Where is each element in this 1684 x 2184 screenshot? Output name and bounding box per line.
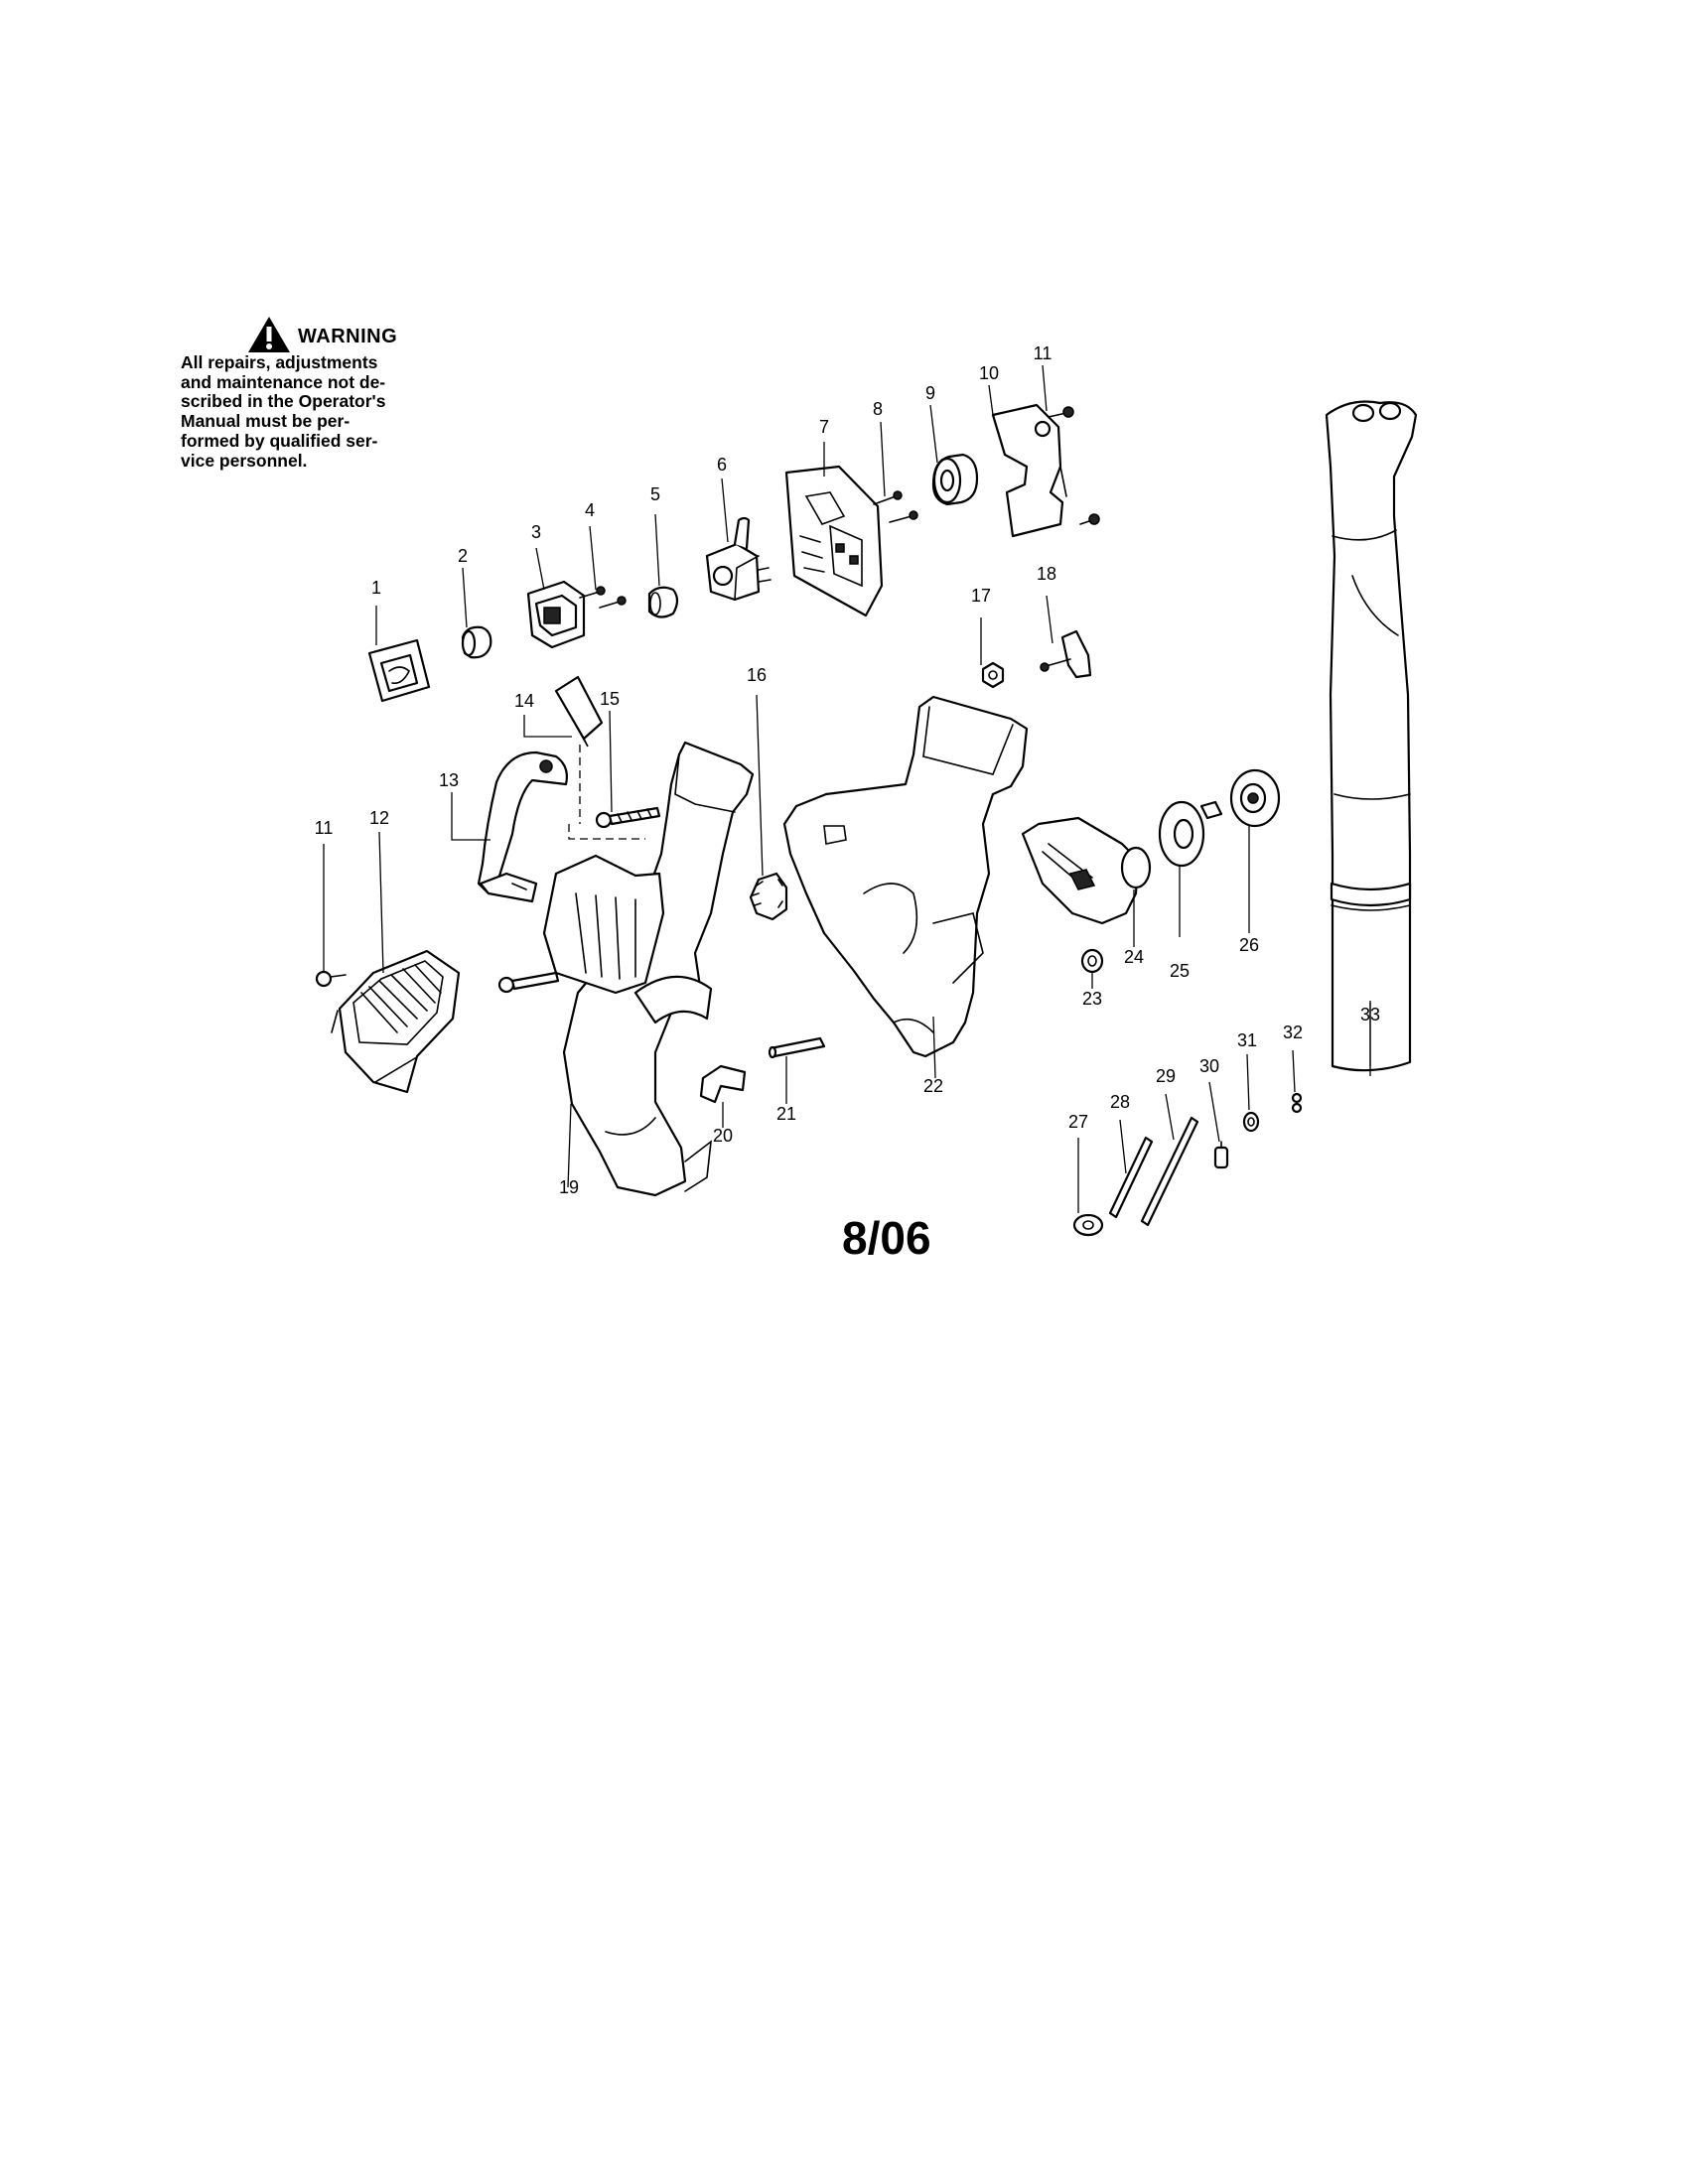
part-1-gasket <box>367 638 431 703</box>
callout-18: 18 <box>1037 564 1056 584</box>
part-27-washer <box>1072 1213 1104 1237</box>
callout-26: 26 <box>1239 935 1259 955</box>
callout-2: 2 <box>458 546 468 566</box>
part-33-blower-tube <box>1325 400 1418 1072</box>
warning-line: vice personnel. <box>181 450 308 471</box>
dashed-leader <box>568 824 645 840</box>
part-13-handle <box>477 751 568 903</box>
screw-housing <box>497 971 560 994</box>
part-7-housing-plate <box>784 465 884 617</box>
part-4-screws <box>579 586 627 609</box>
part-31-grommet <box>1242 1111 1260 1133</box>
part-10-bracket <box>991 403 1067 538</box>
part-20-clip <box>699 1064 747 1104</box>
callout-12: 12 <box>369 808 389 828</box>
part-15-screw <box>595 806 661 829</box>
date-code: 8/06 <box>842 1212 931 1264</box>
callout-13: 13 <box>439 770 459 790</box>
leader-lines <box>323 364 1371 1213</box>
callout-16: 16 <box>747 665 767 685</box>
part-callouts: 1 2 3 4 5 6 7 8 9 10 11 11 12 13 14 15 1… <box>315 343 1380 1197</box>
callout-29: 29 <box>1156 1066 1176 1086</box>
callout-30: 30 <box>1199 1056 1219 1076</box>
callout-19: 19 <box>559 1177 579 1197</box>
callout-28: 28 <box>1110 1092 1130 1112</box>
part-16-gear <box>749 872 788 921</box>
part-30-fuel-filter <box>1213 1141 1229 1169</box>
callout-27: 27 <box>1068 1112 1088 1132</box>
part-32-valve <box>1291 1092 1303 1114</box>
warning-triangle-icon <box>248 317 290 352</box>
callout-14: 14 <box>514 691 534 711</box>
callout-3: 3 <box>531 522 541 542</box>
callout-8: 8 <box>873 399 883 419</box>
callout-5: 5 <box>650 484 660 504</box>
part-11-screw-top <box>1048 406 1100 525</box>
part-25-washer <box>1158 800 1205 868</box>
callout-33: 33 <box>1360 1005 1380 1024</box>
warning-line: scribed in the Operator's <box>181 391 386 412</box>
callout-1: 1 <box>371 578 381 598</box>
warning-line: and maintenance not de- <box>181 371 386 392</box>
part-18-knob-screw <box>1040 629 1092 679</box>
part-3-adapter <box>526 580 586 649</box>
callout-25: 25 <box>1170 961 1190 981</box>
callout-32: 32 <box>1283 1023 1303 1042</box>
part-5-plug <box>647 586 679 618</box>
callout-21: 21 <box>776 1104 796 1124</box>
callout-11-left: 11 <box>315 818 334 838</box>
part-12-muffler-guard <box>338 949 461 1094</box>
part-8-screws <box>873 490 918 523</box>
part-19-blower-housing <box>542 741 755 1197</box>
callout-31: 31 <box>1237 1030 1257 1050</box>
callout-6: 6 <box>717 455 727 475</box>
part-21-pin <box>768 1036 826 1059</box>
warning-line: Manual must be per- <box>181 411 351 432</box>
part-14-filter <box>554 675 604 748</box>
part-9-spacer <box>931 453 979 506</box>
warning-line: formed by qualified ser- <box>181 430 378 451</box>
warning-notice: WARNING All repairs, adjustments and mai… <box>181 316 434 471</box>
callout-17: 17 <box>971 586 991 606</box>
part-2-cap <box>461 625 492 659</box>
callout-15: 15 <box>600 689 620 709</box>
callout-7: 7 <box>819 417 829 437</box>
warning-heading: WARNING <box>298 326 398 347</box>
warning-header: WARNING <box>181 316 434 353</box>
part-17-nut <box>981 661 1005 689</box>
part-6-carburetor <box>705 516 772 602</box>
part-23-bushing <box>1080 948 1104 974</box>
callout-22: 22 <box>923 1076 943 1096</box>
callout-9: 9 <box>925 383 935 403</box>
part-29-fuel-line <box>1140 1116 1199 1227</box>
callout-24: 24 <box>1124 947 1144 967</box>
part-26-fan-hub <box>1199 768 1281 828</box>
warning-line: All repairs, adjustments <box>181 352 378 372</box>
callout-4: 4 <box>585 500 595 520</box>
warning-text: All repairs, adjustments and maintenance… <box>181 352 434 471</box>
part-28-fuel-line <box>1108 1136 1154 1219</box>
callout-10: 10 <box>979 363 999 383</box>
callout-11-top: 11 <box>1034 343 1052 363</box>
callout-20: 20 <box>713 1126 733 1146</box>
part-22-blower-housing <box>782 695 1029 1058</box>
callout-23: 23 <box>1082 989 1102 1009</box>
part-24-intake-elbow <box>1021 816 1152 925</box>
